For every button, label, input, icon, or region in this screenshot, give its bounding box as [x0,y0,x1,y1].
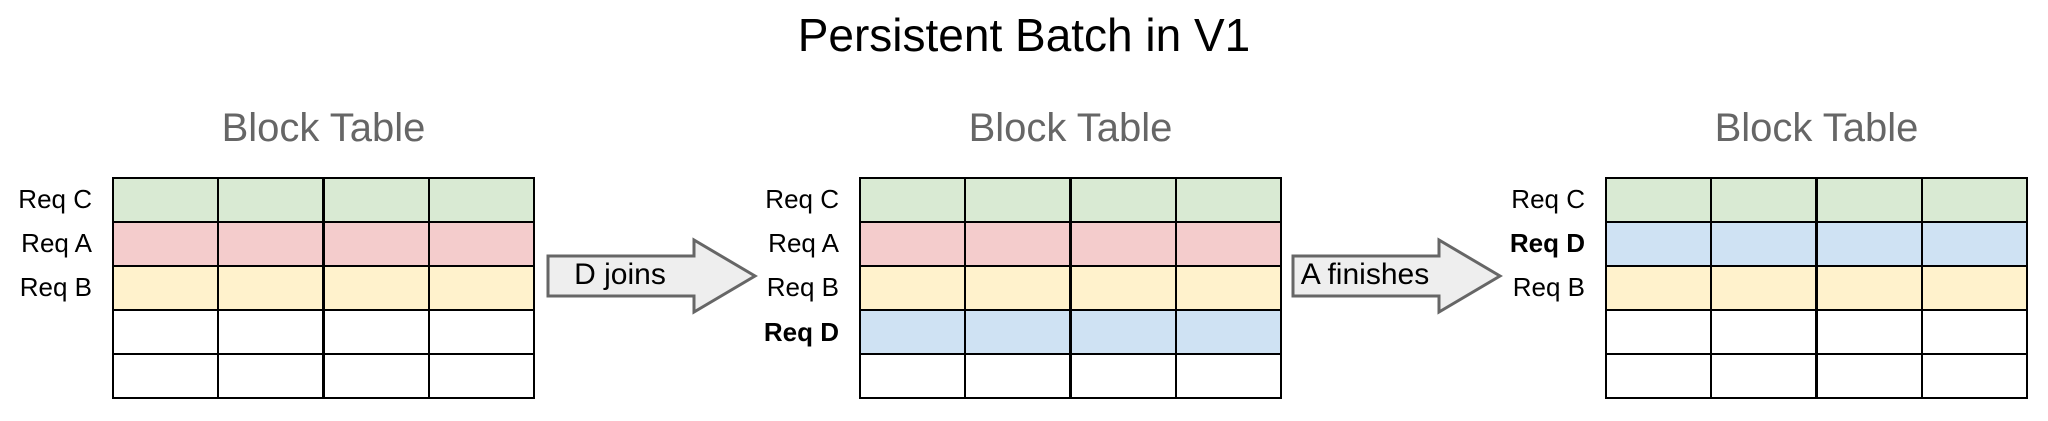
block-cell [1712,179,1816,221]
block-cell [114,223,217,265]
block-cell [1071,267,1175,309]
block-table [112,177,535,399]
block-cell [1071,355,1175,397]
block-cell [1923,223,2026,265]
block-cell [1607,267,1710,309]
block-cell [1817,179,1921,221]
block-cell [861,311,964,353]
block-cell [219,223,323,265]
row-label: Req A [21,228,92,259]
block-cell [1712,355,1816,397]
block-cell [966,179,1070,221]
block-cell [430,311,533,353]
block-cell [430,179,533,221]
block-cell [430,267,533,309]
block-cell [324,179,428,221]
block-cell [430,223,533,265]
block-cell [1923,311,2026,353]
block-cell [1923,179,2026,221]
row-label: Req B [766,272,839,303]
transition-arrow-icon [1291,237,1503,315]
block-cell [114,311,217,353]
block-cell [1817,355,1921,397]
block-cell [861,267,964,309]
block-cell [219,355,323,397]
block-cell [966,311,1070,353]
block-cell [1071,179,1175,221]
transition-arrow-label: D joins [574,258,666,291]
block-cell [114,179,217,221]
block-cell [1177,267,1280,309]
block-table [859,177,1282,399]
row-label: Req A [768,228,839,259]
row-label: Req B [1512,272,1585,303]
block-cell [1607,179,1710,221]
block-cell [1607,223,1710,265]
block-cell [1177,179,1280,221]
block-cell [430,355,533,397]
block-cell [1817,267,1921,309]
block-table [1605,177,2028,399]
row-label: Req B [19,272,92,303]
block-cell [1177,311,1280,353]
block-cell [966,355,1070,397]
block-cell [324,267,428,309]
block-cell [1071,223,1175,265]
block-cell [1607,311,1710,353]
block-cell [1071,311,1175,353]
block-table-title: Block Table [1714,106,1919,150]
block-table-title: Block Table [968,106,1173,150]
transition-arrow-icon [546,237,758,315]
block-cell [219,179,323,221]
transition-arrow-label: A finishes [1300,258,1430,291]
block-cell [1607,355,1710,397]
block-cell [861,179,964,221]
block-cell [324,223,428,265]
block-cell [1817,223,1921,265]
block-cell [1817,311,1921,353]
row-label: Req C [1511,183,1585,214]
block-cell [219,311,323,353]
block-cell [1712,311,1816,353]
block-table-title: Block Table [221,106,426,150]
row-label: Req C [765,183,839,214]
block-cell [219,267,323,309]
block-cell [861,223,964,265]
row-label: Req D [1509,228,1585,259]
block-cell [1177,355,1280,397]
block-cell [1177,223,1280,265]
block-cell [324,355,428,397]
block-cell [114,355,217,397]
row-label: Req D [763,316,839,347]
block-cell [966,267,1070,309]
block-cell [324,311,428,353]
block-cell [114,267,217,309]
block-cell [1923,355,2026,397]
page-title: Persistent Batch in V1 [797,9,1251,61]
block-cell [1712,267,1816,309]
block-cell [1923,267,2026,309]
block-cell [1712,223,1816,265]
block-cell [861,355,964,397]
block-cell [966,223,1070,265]
row-label: Req C [18,183,92,214]
